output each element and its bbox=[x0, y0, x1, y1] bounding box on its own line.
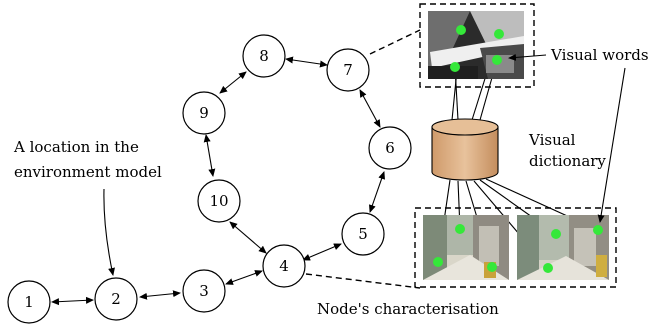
node-label: 4 bbox=[279, 257, 289, 275]
bottom-image-keypoints bbox=[433, 224, 603, 273]
edge-9-10 bbox=[203, 134, 216, 177]
node-5: 5 bbox=[341, 212, 385, 256]
bottom-keyframe-image-left bbox=[423, 215, 509, 280]
bottom-keyframe-image-right bbox=[517, 215, 609, 280]
node4-image-connector bbox=[305, 273, 421, 289]
node-label: 7 bbox=[343, 61, 353, 79]
top-image-keypoints bbox=[450, 25, 504, 72]
node-4: 4 bbox=[262, 244, 306, 288]
dictionary-label-line1: Visual bbox=[528, 131, 576, 149]
edge-8-9 bbox=[219, 71, 247, 94]
node-label: 10 bbox=[209, 192, 228, 210]
edge-4-5 bbox=[302, 243, 342, 261]
node-6: 6 bbox=[368, 126, 412, 170]
node-8: 8 bbox=[242, 34, 286, 78]
dictionary-label-line2: dictionary bbox=[529, 152, 606, 170]
node-9: 9 bbox=[182, 91, 226, 135]
edge-10-4 bbox=[229, 221, 267, 254]
node-label: 6 bbox=[385, 139, 395, 157]
node-label: 9 bbox=[199, 104, 209, 122]
location-label-line1: A location in the bbox=[13, 138, 139, 156]
visual-words-pointer-bottom bbox=[597, 67, 626, 223]
node-characterisation-label: Node's characterisation bbox=[317, 300, 499, 318]
location-label-line2: environment model bbox=[14, 163, 162, 181]
edge-7-8 bbox=[285, 56, 328, 68]
node-label: 5 bbox=[358, 225, 368, 243]
node-1: 1 bbox=[7, 280, 51, 324]
visual-words-label: Visual words bbox=[550, 46, 649, 64]
node-label: 3 bbox=[199, 282, 209, 300]
graph-edges bbox=[51, 56, 385, 306]
edge-5-6 bbox=[369, 171, 385, 213]
node-10: 10 bbox=[197, 179, 241, 223]
visual-dictionary-cylinder bbox=[431, 118, 499, 181]
edge-2-3 bbox=[139, 290, 181, 300]
node-2: 2 bbox=[94, 277, 138, 321]
bottom-images-frame bbox=[414, 207, 617, 288]
top-image-frame bbox=[419, 3, 535, 88]
edge-6-7 bbox=[359, 89, 381, 128]
node-3: 3 bbox=[182, 269, 226, 313]
node-7: 7 bbox=[326, 48, 370, 92]
top-keyframe-image bbox=[428, 11, 524, 79]
edge-3-4 bbox=[225, 270, 263, 285]
node-label: 1 bbox=[24, 293, 34, 311]
visual-words-pointer-top bbox=[508, 53, 547, 61]
node-label: 8 bbox=[259, 47, 269, 65]
node7-image-connector bbox=[369, 29, 421, 55]
edge-1-2 bbox=[51, 296, 94, 306]
node-label: 2 bbox=[111, 290, 121, 308]
location-pointer-arrow bbox=[103, 188, 115, 276]
